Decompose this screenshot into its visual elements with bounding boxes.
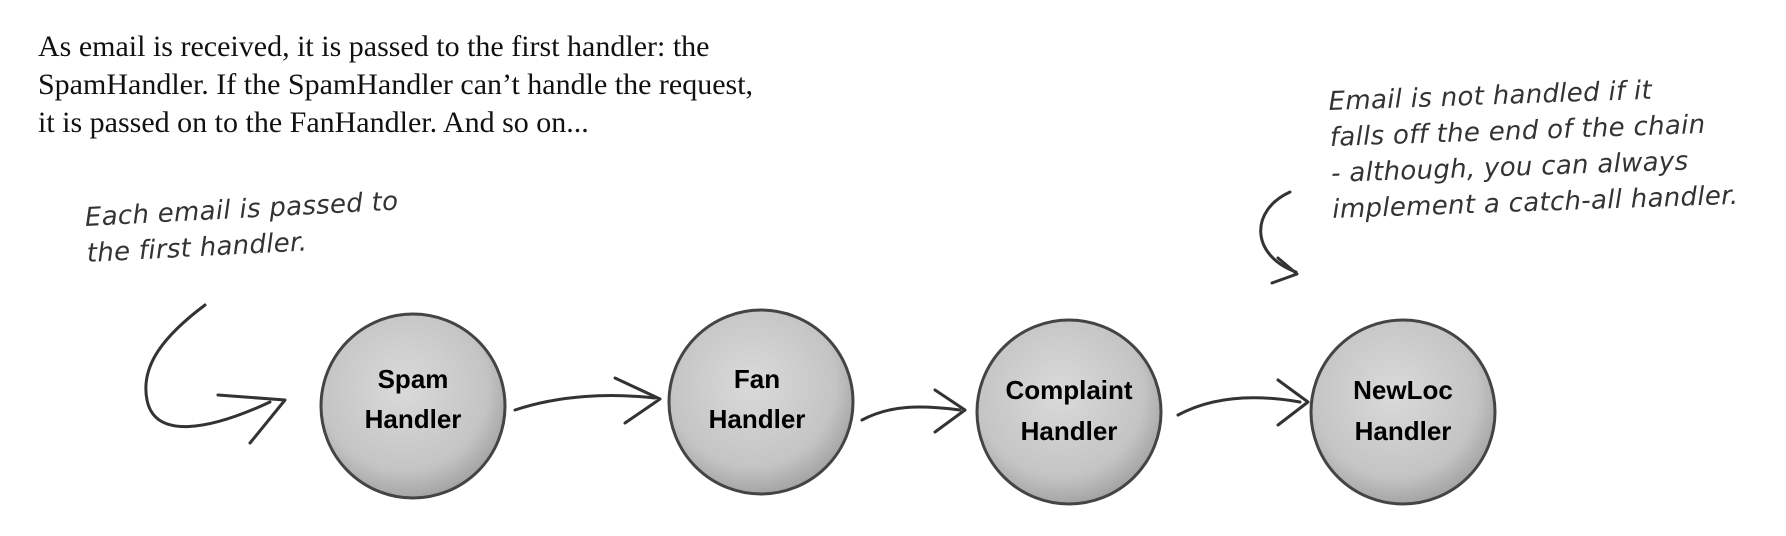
handler-node-fan-circle: [667, 308, 855, 496]
handler-node-fan: Fan Handler: [667, 308, 855, 496]
handler-node-newloc-circle: [1309, 318, 1497, 506]
entry-arrow-head: [216, 393, 287, 445]
handler-node-spam: Spam Handler: [319, 312, 507, 500]
handler-node-complaint-circle: [975, 318, 1163, 506]
handler-node-fan-line-1: Fan: [734, 364, 780, 394]
handler-node-spam-circle: [319, 312, 507, 500]
handler-node-complaint-line-1: Complaint: [1005, 375, 1132, 405]
handler-node-newloc-line-1: NewLoc: [1353, 375, 1453, 405]
end-note-arrow-shaft: [1259, 190, 1298, 274]
arrow-spam-to-fan: [513, 376, 662, 425]
intro-text: As email is received, it is passed to th…: [38, 28, 1018, 142]
handler-node-newloc-line-2: Handler: [1355, 416, 1452, 446]
arrow-fan-to-complaint: [860, 388, 967, 434]
entry-arrow: [144, 303, 287, 445]
entry-arrow-shaft: [144, 303, 272, 429]
intro-line-1: As email is received, it is passed to th…: [38, 30, 710, 63]
intro-line-3: it is passed on to the FanHandler. And s…: [38, 106, 589, 139]
arrow-complaint-to-newloc: [1176, 378, 1310, 427]
chain-arrows: [513, 376, 1310, 434]
handler-node-spam-line-1: Spam: [378, 364, 449, 394]
handler-node-spam-line-2: Handler: [365, 404, 462, 434]
intro-line-2: SpamHandler. If the SpamHandler can’t ha…: [38, 68, 754, 101]
handler-node-fan-line-2: Handler: [709, 404, 806, 434]
handler-node-complaint-line-2: Handler: [1021, 416, 1118, 446]
end-note-arrow-head: [1270, 256, 1299, 285]
handler-node-complaint: Complaint Handler: [975, 318, 1163, 506]
end-note-arrow: [1259, 190, 1299, 285]
handler-node-newloc: NewLoc Handler: [1309, 318, 1497, 506]
